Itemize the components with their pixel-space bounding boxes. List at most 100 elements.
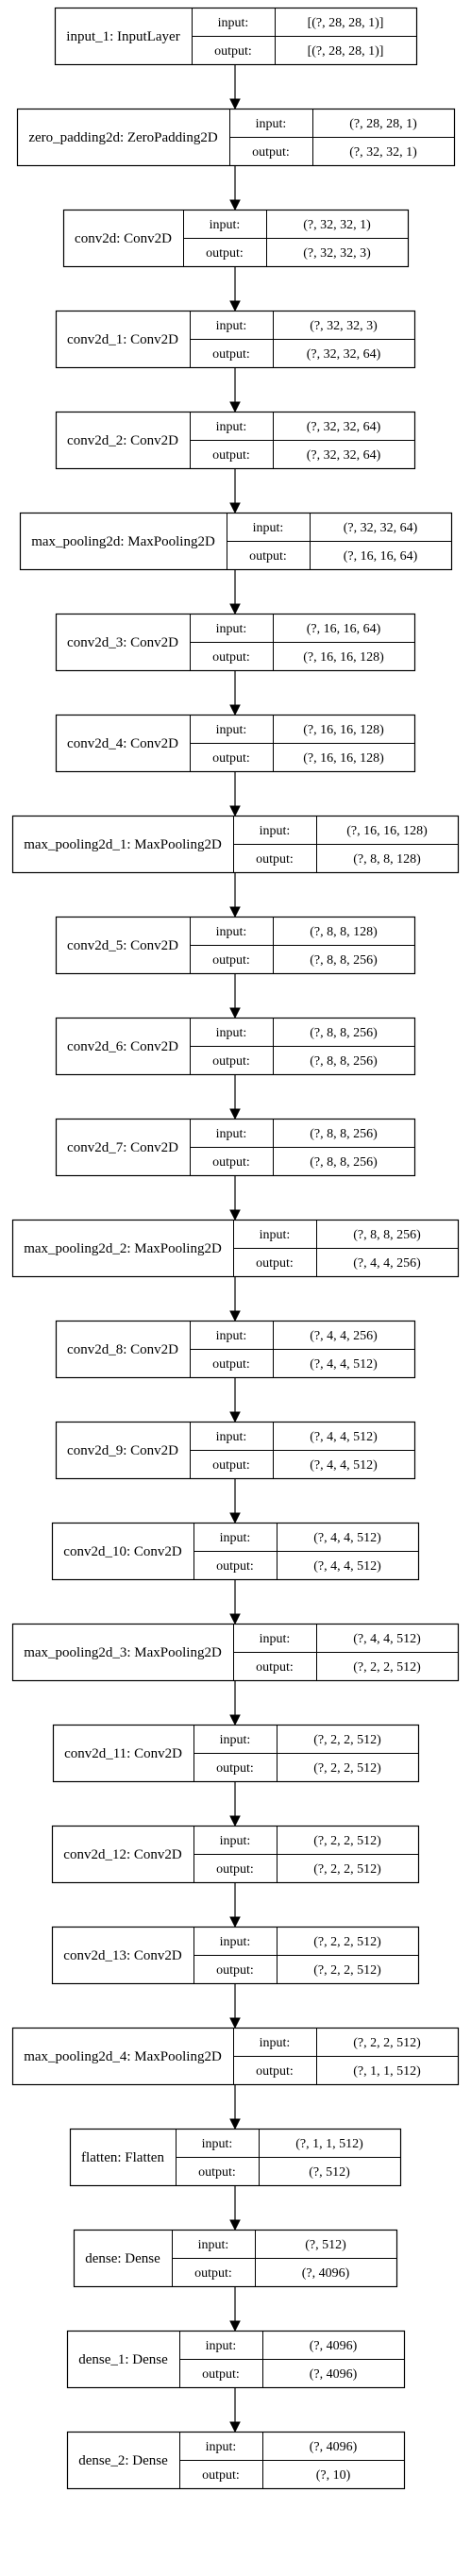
input-shape: (?, 2, 2, 512): [313, 1733, 381, 1747]
input-label: input:: [260, 824, 291, 838]
output-label: output:: [206, 246, 244, 261]
input-label: input:: [220, 1733, 251, 1747]
edge-arrow: [229, 368, 241, 413]
edge-arrow: [229, 2186, 241, 2231]
output-label: output:: [212, 448, 250, 463]
layer-name: conv2d_2: Conv2D: [67, 433, 178, 448]
input-label: input:: [220, 1531, 251, 1545]
layer-name: max_pooling2d_4: MaxPooling2D: [24, 2049, 222, 2064]
layer-name: dense_1: Dense: [78, 2352, 168, 2367]
layer-name: max_pooling2d_3: MaxPooling2D: [24, 1645, 222, 1660]
output-label: output:: [216, 1963, 254, 1978]
output-shape: (?, 2, 2, 512): [313, 1761, 381, 1776]
layer-name: max_pooling2d_2: MaxPooling2D: [24, 1241, 222, 1256]
edge-arrow: [229, 1883, 241, 1928]
output-label: output:: [212, 1458, 250, 1473]
edge-arrow: [229, 1782, 241, 1827]
edge-arrow: [229, 1378, 241, 1423]
output-label: output:: [252, 145, 290, 160]
output-label: output:: [212, 1357, 250, 1372]
edge-arrow: [229, 1681, 241, 1726]
output-label: output:: [216, 1761, 254, 1776]
layer-name: conv2d_10: Conv2D: [63, 1544, 182, 1559]
layer-name: dense_2: Dense: [78, 2453, 168, 2468]
input-shape: (?, 512): [305, 2238, 346, 2252]
layer-name: conv2d_3: Conv2D: [67, 635, 178, 650]
edge-arrow: [229, 1984, 241, 2029]
input-label: input:: [260, 2036, 291, 2050]
output-label: output:: [212, 347, 250, 362]
output-shape: (?, 32, 32, 3): [303, 246, 371, 261]
output-shape: (?, 4096): [302, 2266, 350, 2281]
input-shape: (?, 16, 16, 64): [307, 622, 381, 636]
input-shape: (?, 1, 1, 512): [295, 2137, 363, 2151]
edge-arrow: [229, 1580, 241, 1625]
edge-arrow: [229, 1479, 241, 1524]
layer-name: conv2d_4: Conv2D: [67, 736, 178, 751]
input-shape: [(?, 28, 28, 1)]: [308, 16, 384, 30]
output-shape: (?, 4, 4, 512): [310, 1357, 378, 1372]
layer-name: zero_padding2d: ZeroPadding2D: [28, 130, 218, 145]
output-shape: (?, 32, 32, 64): [307, 448, 381, 463]
input-label: input:: [216, 420, 247, 434]
input-shape: (?, 8, 8, 256): [310, 1127, 378, 1141]
input-shape: (?, 8, 8, 128): [310, 925, 378, 939]
input-label: input:: [210, 218, 241, 232]
output-label: output:: [249, 549, 287, 564]
output-shape: (?, 8, 8, 256): [310, 1155, 378, 1170]
input-label: input:: [216, 1127, 247, 1141]
layer-name: conv2d_5: Conv2D: [67, 938, 178, 953]
input-label: input:: [206, 2440, 237, 2454]
layer-name: max_pooling2d_1: MaxPooling2D: [24, 837, 222, 852]
input-shape: (?, 32, 32, 64): [344, 521, 418, 535]
layer-node: max_pooling2d: MaxPooling2Dinput:output:…: [19, 512, 453, 571]
edge-arrow: [229, 2287, 241, 2332]
layer-name: dense: Dense: [85, 2251, 160, 2266]
input-label: input:: [216, 925, 247, 939]
layer-name: conv2d_1: Conv2D: [67, 332, 178, 347]
output-shape: [(?, 28, 28, 1)]: [308, 44, 384, 59]
edge-arrow: [229, 1277, 241, 1322]
output-label: output:: [212, 650, 250, 665]
input-shape: (?, 28, 28, 1): [349, 117, 417, 131]
layer-node: max_pooling2d_2: MaxPooling2Dinput:outpu…: [11, 1219, 460, 1278]
layer-name: conv2d_6: Conv2D: [67, 1039, 178, 1054]
output-shape: (?, 16, 16, 128): [303, 650, 384, 665]
input-label: input:: [253, 521, 284, 535]
input-shape: (?, 32, 32, 3): [310, 319, 378, 333]
input-shape: (?, 2, 2, 512): [353, 2036, 421, 2050]
input-shape: (?, 16, 16, 128): [346, 824, 428, 838]
edge-arrow: [229, 570, 241, 615]
input-label: input:: [220, 1935, 251, 1949]
output-shape: (?, 8, 8, 128): [353, 852, 421, 867]
input-shape: (?, 4, 4, 256): [310, 1329, 378, 1343]
layer-node: max_pooling2d_1: MaxPooling2Dinput:outpu…: [11, 815, 460, 874]
input-shape: (?, 2, 2, 512): [313, 1935, 381, 1949]
input-label: input:: [216, 622, 247, 636]
diagram-edges: [229, 65, 241, 2433]
input-label: input:: [206, 2339, 237, 2353]
output-shape: (?, 16, 16, 64): [344, 549, 418, 564]
layer-name: conv2d: Conv2D: [75, 231, 172, 246]
edge-arrow: [229, 1075, 241, 1120]
output-shape: (?, 2, 2, 512): [353, 1660, 421, 1675]
output-shape: (?, 8, 8, 256): [310, 1054, 378, 1069]
edge-arrow: [229, 469, 241, 514]
edge-arrow: [229, 65, 241, 110]
input-label: input:: [260, 1228, 291, 1242]
input-shape: (?, 4096): [310, 2339, 358, 2353]
input-label: input:: [198, 2238, 229, 2252]
input-label: input:: [216, 1430, 247, 1444]
